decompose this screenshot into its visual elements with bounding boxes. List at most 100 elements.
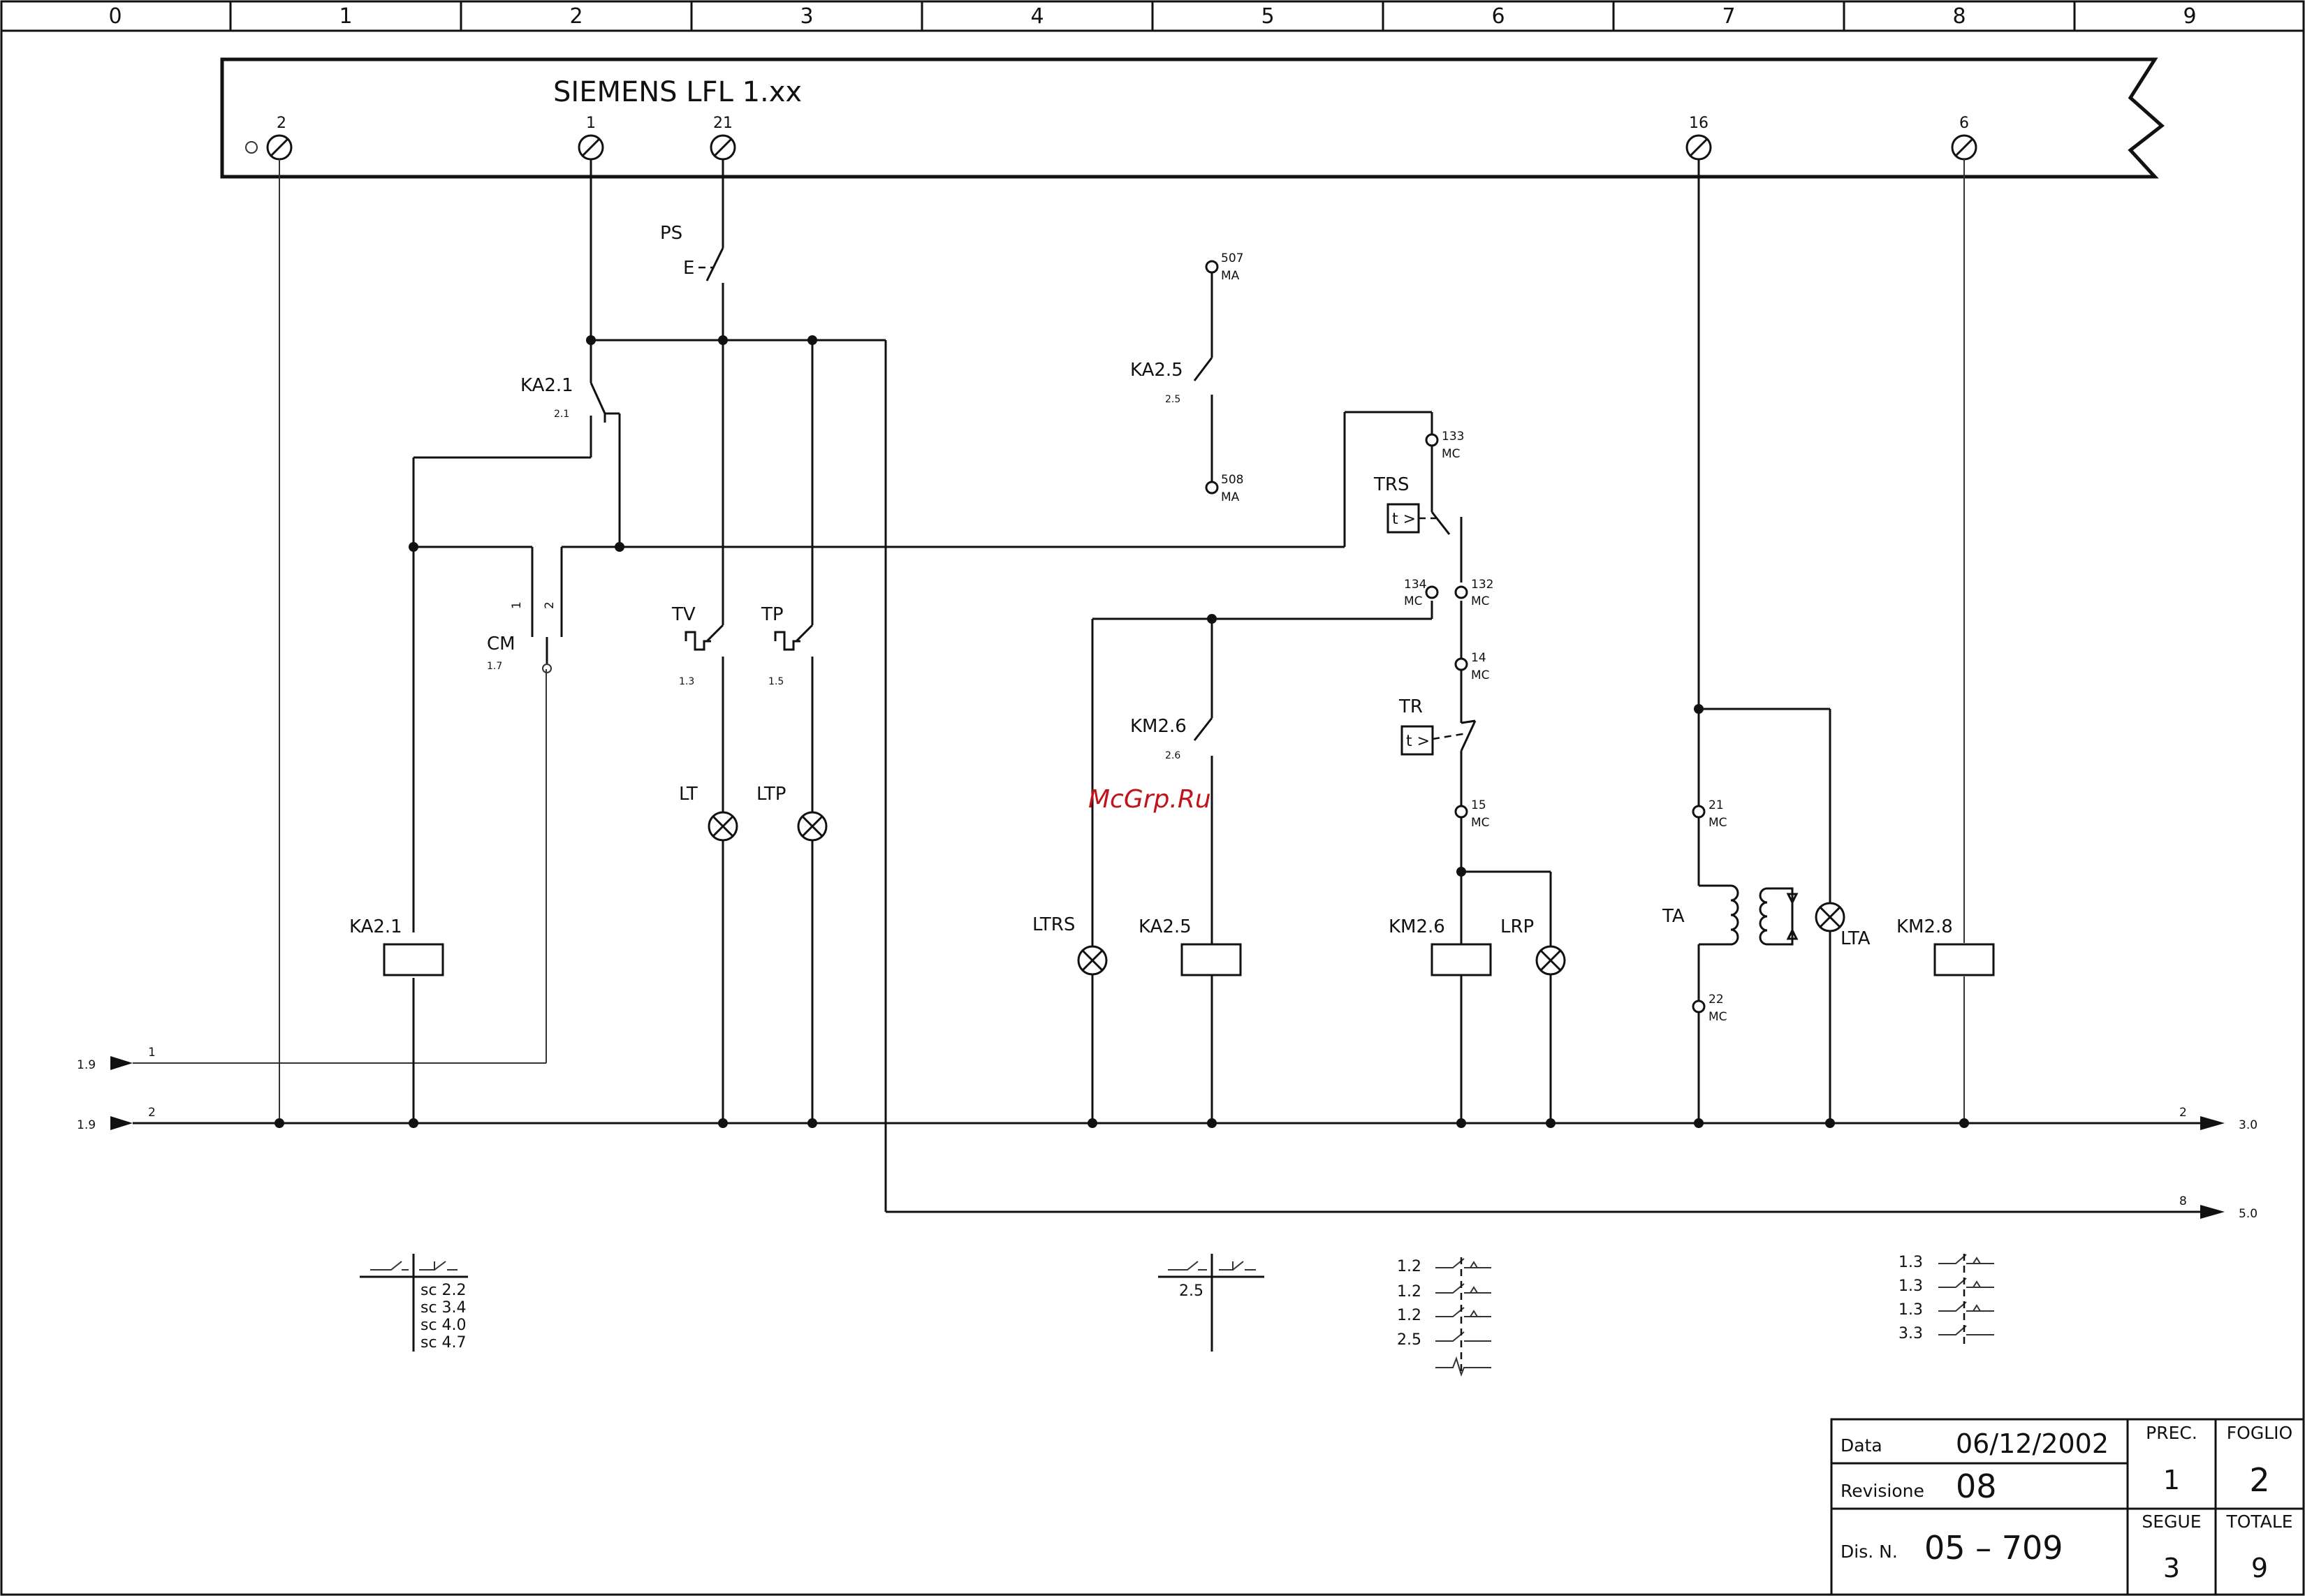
svg-text:133: 133 — [1442, 430, 1464, 444]
column-number: 0 — [108, 4, 122, 29]
drawing-number-label: Dis. N. — [1841, 1542, 1898, 1562]
column-number: 3 — [800, 4, 813, 29]
svg-text:2.5: 2.5 — [1397, 1331, 1421, 1349]
tr-timer: 14 MC TR t > 15 MC — [1398, 651, 1490, 830]
terminal-dot-icon — [1454, 657, 1468, 671]
svg-text:KM2.6: KM2.6 — [1130, 716, 1187, 737]
controller-name: SIEMENS LFL 1.xx — [553, 76, 802, 108]
svg-text:E: E — [683, 258, 694, 279]
terminal-dot-icon — [245, 141, 258, 154]
timer-icon — [1400, 725, 1434, 756]
svg-text:1.3: 1.3 — [1898, 1254, 1923, 1271]
svg-text:sc 3.4: sc 3.4 — [420, 1299, 467, 1317]
contact-icon — [1435, 1283, 1491, 1294]
svg-text:2: 2 — [277, 115, 286, 132]
revision-value: 08 — [1956, 1467, 1997, 1505]
svg-text:KA2.1: KA2.1 — [349, 916, 402, 937]
revision-label: Revisione — [1841, 1481, 1924, 1501]
column-number: 9 — [2183, 4, 2196, 29]
terminal-dot-icon — [1692, 1000, 1706, 1013]
svg-text:LT: LT — [679, 784, 698, 805]
svg-text:KA2.1: KA2.1 — [520, 375, 573, 396]
next-value: 3 — [2163, 1553, 2180, 1583]
column-number: 4 — [1030, 4, 1044, 29]
watermark: McGrp.Ru — [1088, 785, 1211, 814]
svg-text:21: 21 — [713, 115, 733, 132]
lamp-icon — [1077, 945, 1108, 976]
trs-timer: 133 MC TRS t > 134 MC 132 MC — [1373, 430, 1493, 608]
terminal-dot-icon — [1454, 585, 1468, 599]
xref-ka21: sc 2.2 sc 3.4 sc 4.0 sc 4.7 — [360, 1254, 468, 1352]
svg-text:MC: MC — [1708, 1010, 1727, 1024]
svg-text:KA2.5: KA2.5 — [1139, 916, 1192, 937]
terminal-dot-icon — [1205, 260, 1219, 274]
svg-text:PS: PS — [660, 223, 682, 244]
svg-text:MA: MA — [1221, 490, 1240, 504]
lamp-icon — [1815, 902, 1845, 932]
wire-ref: 3.0 — [2239, 1118, 2258, 1132]
svg-text:2.5: 2.5 — [1165, 394, 1180, 405]
wire-ref: 1.9 — [77, 1058, 96, 1072]
svg-text:1.2: 1.2 — [1397, 1258, 1421, 1275]
svg-text:MC: MC — [1471, 668, 1490, 682]
svg-text:3.3: 3.3 — [1898, 1325, 1923, 1342]
svg-text:TP: TP — [761, 604, 784, 625]
transformer-coil-icon — [1759, 887, 1768, 946]
xref-ka25: 2.5 — [1158, 1254, 1264, 1352]
contact-icon — [1435, 1331, 1491, 1342]
coil-icon — [1430, 943, 1492, 976]
ka21-contact: KA2.1 2.1 — [520, 375, 573, 420]
svg-text:1.5: 1.5 — [768, 676, 784, 687]
svg-text:KM2.6: KM2.6 — [1389, 916, 1445, 937]
lamp-ltp: LTP — [756, 784, 828, 842]
wire-number: 8 — [2179, 1194, 2187, 1208]
tv-switch: TV 1.3 — [671, 604, 711, 687]
arrow-right-icon — [110, 1116, 133, 1130]
svg-text:CM: CM — [487, 634, 515, 654]
column-number: 6 — [1491, 4, 1505, 29]
terminal-dot-icon — [1205, 481, 1219, 495]
coil-icon — [383, 943, 444, 976]
contact-icon — [1938, 1325, 1994, 1335]
svg-text:MC: MC — [1708, 816, 1727, 830]
arrow-right-icon — [2200, 1205, 2225, 1219]
lamp-lta: LTA — [1815, 902, 1871, 949]
svg-text:2.5: 2.5 — [1179, 1282, 1203, 1300]
svg-text:sc 4.7: sc 4.7 — [420, 1334, 467, 1352]
contact-icon — [1938, 1301, 1994, 1312]
svg-text:MC: MC — [1471, 816, 1490, 830]
title-block: Data 06/12/2002 Revisione 08 Dis. N. 05 … — [1830, 1418, 2305, 1596]
svg-text:1: 1 — [510, 601, 524, 609]
coil-km28: KM2.8 — [1896, 916, 1995, 976]
controller-block: SIEMENS LFL 1.xx 2 1 21 16 6 — [220, 57, 2165, 179]
column-ruler: 0 1 2 3 4 5 6 7 8 9 — [108, 4, 2196, 29]
lamp-lrp: LRP — [1500, 916, 1566, 976]
km26-contact: KM2.6 2.6 — [1130, 716, 1187, 761]
total-value: 9 — [2251, 1553, 2268, 1583]
svg-text:134: 134 — [1404, 578, 1426, 592]
svg-text:15: 15 — [1471, 798, 1486, 812]
arrow-right-icon — [2200, 1116, 2225, 1130]
contact-icon — [1435, 1258, 1491, 1268]
lamp-icon — [1535, 945, 1566, 976]
xref-km28: 1.3 1.3 1.3 3.3 — [1898, 1254, 1994, 1345]
column-number: 1 — [339, 4, 352, 29]
svg-text:16: 16 — [1689, 115, 1708, 132]
svg-text:508: 508 — [1221, 473, 1243, 487]
wire-number: 2 — [148, 1106, 156, 1120]
contact-icon — [1938, 1254, 1994, 1264]
svg-text:LTP: LTP — [756, 784, 786, 805]
contact-icon — [1938, 1277, 1994, 1288]
ta-transformer: 21 MC TA 22 MC — [1662, 798, 1799, 1024]
sheet-label: FOGLIO — [2227, 1423, 2292, 1443]
svg-text:6: 6 — [1959, 115, 1969, 132]
svg-text:14: 14 — [1471, 651, 1486, 665]
coil-icon — [1180, 943, 1242, 976]
svg-text:TRS: TRS — [1373, 474, 1409, 495]
svg-text:507: 507 — [1221, 251, 1243, 265]
svg-text:1.3: 1.3 — [679, 676, 694, 687]
contact-no-icon — [370, 1261, 409, 1271]
svg-text:KM2.8: KM2.8 — [1896, 916, 1953, 937]
transformer-coil-icon — [1730, 884, 1739, 946]
